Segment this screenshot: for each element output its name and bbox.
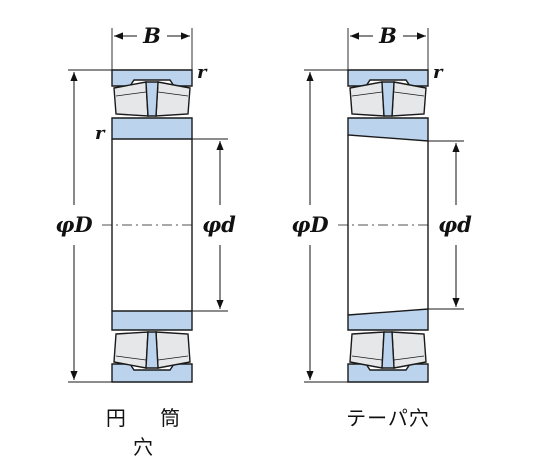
tapered-bore-bearing	[304, 28, 464, 383]
label-outer-diameter-right: φD	[291, 212, 329, 237]
label-b-right: B	[378, 23, 397, 48]
label-bore-diameter-right: φd	[438, 212, 472, 237]
label-r-outer-left: r	[197, 62, 208, 83]
caption-tapered-bore: テーパ穴	[346, 406, 430, 430]
label-bore-diameter-left: φd	[202, 212, 236, 237]
label-outer-diameter-left: φD	[55, 212, 93, 237]
caption-cylindrical-bore: 円 筒 穴	[105, 406, 195, 459]
top-section	[111, 69, 193, 140]
cylindrical-bore-bearing	[68, 28, 228, 383]
label-r-outer-right: r	[433, 62, 444, 83]
top-section-tapered	[347, 69, 429, 142]
bottom-section	[111, 310, 193, 383]
bottom-section-tapered	[347, 308, 429, 383]
label-r-inner-left: r	[95, 123, 106, 144]
bearing-diagram: B r r φD φd	[55, 23, 473, 383]
label-b-left: B	[142, 23, 161, 48]
